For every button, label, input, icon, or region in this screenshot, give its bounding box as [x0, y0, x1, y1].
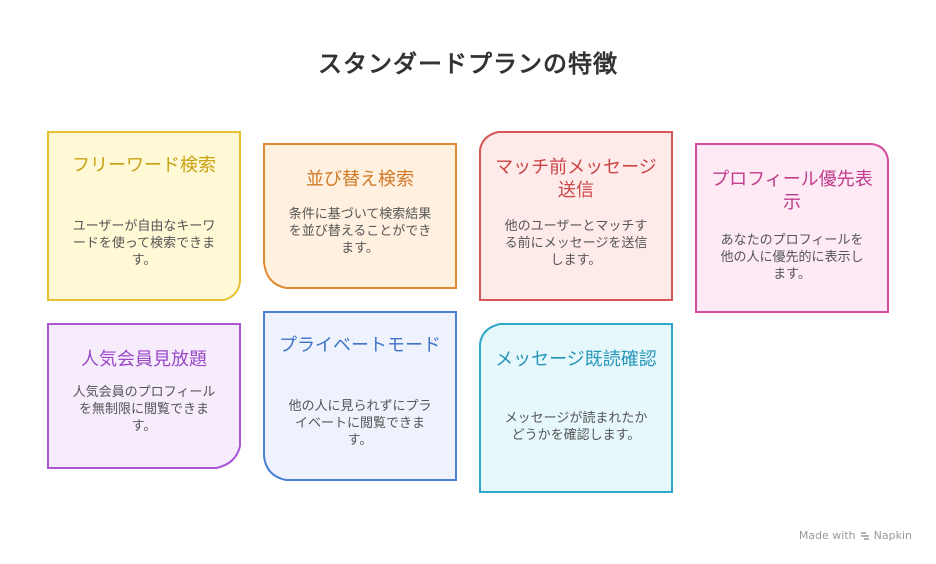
footer: Made with Napkin [799, 529, 912, 542]
card-description: あなたのプロフィールを他の人に優先的に表示します。 [720, 233, 864, 282]
card-free-word-search: フリーワード検索 ユーザーが自由なキーワードを使って検索できます。 [47, 131, 241, 301]
card-heading: 並び替え検索 [306, 169, 414, 190]
card-background [47, 323, 241, 469]
napkin-logo-icon [860, 531, 869, 540]
card-description: メッセージが読まれたかどうかを確認します。 [504, 411, 648, 443]
card-heading: プロフィール優先表示 [711, 169, 873, 213]
card-description: 条件に基づいて検索結果を並び替えることができます。 [288, 207, 432, 256]
card-heading: 人気会員見放題 [81, 349, 207, 370]
footer-prefix: Made with [798, 529, 856, 542]
card-description: 人気会員のプロフィールを無制限に閲覧できます。 [72, 385, 216, 434]
card-profile-priority: プロフィール優先表示 あなたのプロフィールを他の人に優先的に表示します。 [695, 143, 889, 313]
card-background [695, 143, 889, 313]
card-description: 他の人に見られずにプライベートに閲覧できます。 [288, 399, 432, 448]
card-background [479, 323, 673, 493]
card-description: ユーザーが自由なキーワードを使って検索できます。 [72, 219, 216, 268]
card-sort-search: 並び替え検索 条件に基づいて検索結果を並び替えることができます。 [263, 143, 457, 289]
card-background [479, 131, 673, 301]
card-pre-match-message: マッチ前メッセージ送信 他のユーザーとマッチする前にメッセージを送信します。 [479, 131, 673, 301]
card-popular-members: 人気会員見放題 人気会員のプロフィールを無制限に閲覧できます。 [47, 323, 241, 469]
page-title: スタンダードプランの特徴 [318, 50, 618, 78]
card-heading: メッセージ既読確認 [495, 349, 657, 370]
card-heading: プライベートモード [279, 335, 441, 356]
footer-brand: Napkin [873, 529, 912, 542]
card-background [263, 143, 457, 289]
card-private-mode: プライベートモード 他の人に見られずにプライベートに閲覧できます。 [263, 311, 457, 481]
card-description: 他のユーザーとマッチする前にメッセージを送信します。 [504, 219, 648, 268]
card-background [47, 131, 241, 301]
card-background [263, 311, 457, 481]
card-read-receipt: メッセージ既読確認 メッセージが読まれたかどうかを確認します。 [479, 323, 673, 493]
card-heading: マッチ前メッセージ送信 [495, 157, 657, 201]
card-heading: フリーワード検索 [72, 155, 216, 176]
